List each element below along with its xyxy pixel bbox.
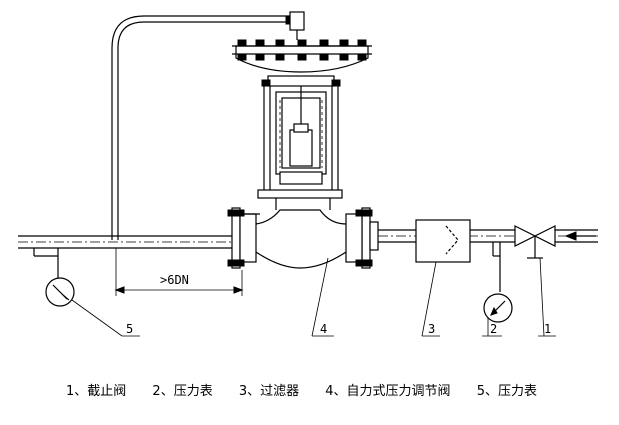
flow-arrow (564, 231, 596, 241)
stop-valve-1 (514, 225, 556, 337)
legend-item-3: 3、过滤器 (238, 384, 300, 399)
callout-1: 1 (544, 322, 551, 336)
callout-4: 4 (320, 322, 327, 336)
pressure-gauge-5 (33, 248, 140, 337)
stop-valve-icon (514, 225, 537, 247)
legend-item-4: 4、自力式压力调节阀 (325, 384, 451, 399)
filter-3 (415, 219, 471, 337)
callout-5: 5 (126, 322, 133, 336)
flow-arrow-icon (564, 231, 577, 241)
dimension-line (114, 248, 244, 296)
impulse-line (111, 15, 290, 240)
pressure-gauge-2 (482, 242, 513, 337)
legend-item-2: 2、压力表 (152, 384, 213, 399)
dimension-text: >6DN (160, 273, 189, 287)
legend: 1、截止阀 2、压力表 3、过滤器 4、自力式压力调节阀 5、压力表 (66, 380, 559, 399)
main-pipeline (18, 229, 598, 249)
valve-actuator (257, 75, 343, 199)
regulating-valve-body (227, 195, 379, 269)
callout-2: 2 (490, 322, 497, 336)
diaphragm-cap (232, 11, 372, 73)
legend-item-5: 5、压力表 (476, 384, 537, 399)
legend-item-1: 1、截止阀 (66, 384, 127, 399)
filter-icon (415, 219, 471, 263)
callout-3: 3 (428, 322, 435, 336)
